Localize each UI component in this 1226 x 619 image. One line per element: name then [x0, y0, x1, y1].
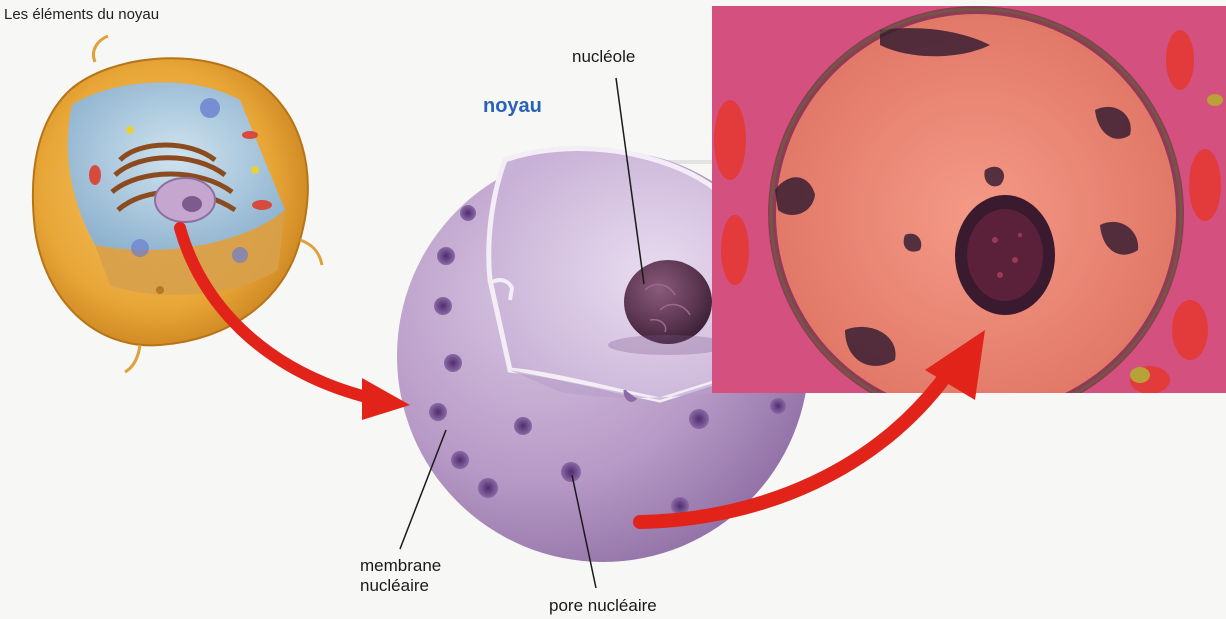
nucleus-label: noyau	[483, 96, 542, 116]
nuclear-pore-label: pore nucléaire	[549, 596, 657, 616]
nuclear-membrane-label: membrane nucléaire	[360, 556, 441, 596]
animal-cell-illustration	[33, 36, 322, 372]
nuclear-membrane-label-line2: nucléaire	[360, 576, 441, 596]
nuclear-membrane-label-line1: membrane	[360, 556, 441, 576]
nucleolus-label: nucléole	[572, 47, 635, 67]
